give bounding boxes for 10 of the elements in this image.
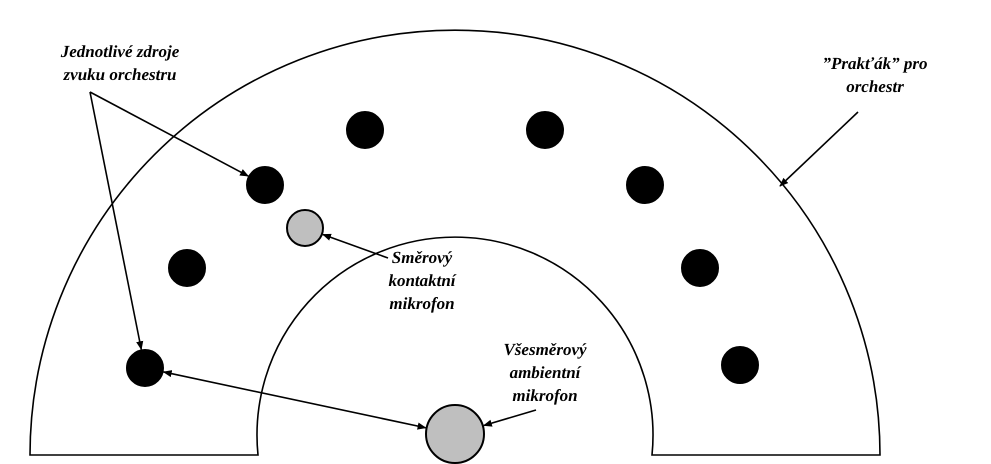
arrow [779,111,859,187]
callout-text: ”Prakťák” pro orchestr [800,52,950,98]
arrow [89,92,144,350]
arrow [322,234,388,259]
arrow [482,409,536,427]
callout-text: Všesměrový ambientní mikrofon [490,338,600,407]
callout-text: Jednotlivé zdroje zvuku orchestru [40,40,200,86]
callout-text: Směrový kontaktní mikrofon [372,246,472,315]
arrow [90,91,250,177]
arrow [162,370,427,430]
